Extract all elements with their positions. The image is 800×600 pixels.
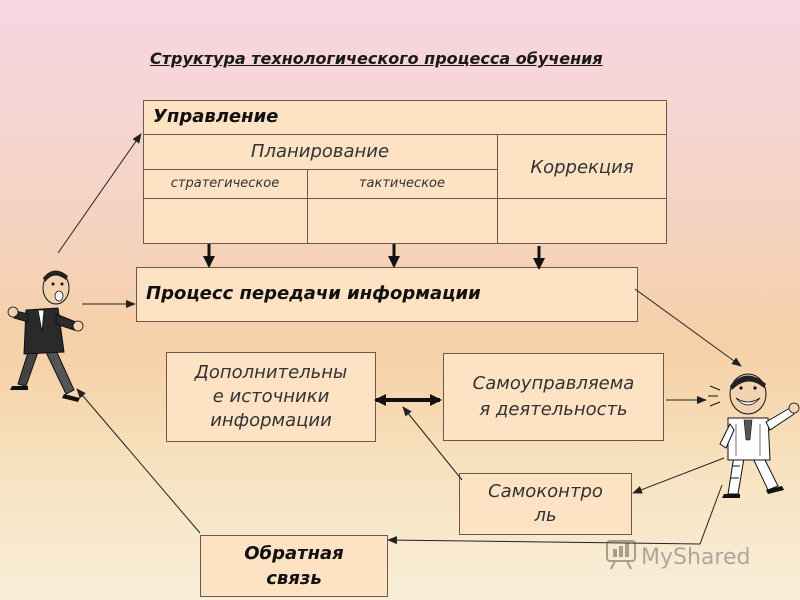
feedback-line1: Обратная: [244, 543, 344, 564]
self-managed-box: Самоуправляема я деятельность: [443, 353, 664, 441]
strategic-label: стратегическое: [170, 176, 280, 191]
process-box: Процесс передачи информации: [136, 267, 638, 322]
feedback-line2: связь: [266, 568, 322, 589]
strategic-empty-cell: [143, 198, 308, 244]
process-to-student-arrow: [634, 288, 742, 367]
planning-label: Планирование: [250, 141, 390, 162]
planning-cell: Планирование: [143, 134, 498, 170]
selfcontrol-to-sources-arrow: [402, 406, 463, 481]
student-to-selfcontrol-arrow: [632, 457, 725, 494]
tactical-cell: тактическое: [307, 169, 498, 199]
correction-empty-cell: [497, 198, 667, 244]
additional-sources-line2: е источники: [212, 386, 330, 407]
student-to-feedback-arrow: [387, 484, 723, 545]
process-label: Процесс передачи информации: [146, 283, 481, 304]
strategic-cell: стратегическое: [143, 169, 308, 199]
self-managed-line2: я деятельность: [479, 399, 628, 420]
self-control-line2: ль: [534, 505, 557, 526]
additional-sources-line1: Дополнительны: [194, 362, 348, 383]
management-heading: Управление: [153, 106, 279, 127]
self-control-line1: Самоконтро: [488, 481, 603, 502]
management-table: Управление Планирование Коррекция страте…: [143, 100, 667, 244]
correction-label: Коррекция: [530, 156, 634, 178]
correction-cell: Коррекция: [497, 134, 667, 200]
additional-sources-box: Дополнительны е источники информации: [166, 352, 376, 442]
self-control-box: Самоконтро ль: [459, 473, 632, 535]
diagram-title: Структура технологического процесса обуч…: [150, 49, 603, 68]
teacher-to-management-arrow: [57, 133, 142, 254]
watermark-text: MyShared: [641, 545, 750, 570]
student-figure-icon: [708, 373, 800, 498]
self-managed-line1: Самоуправляема: [472, 373, 635, 394]
additional-sources-line3: информации: [210, 410, 332, 431]
myshared-logo-icon: [606, 540, 636, 570]
feedback-box: Обратная связь: [200, 535, 388, 597]
tactical-label: тактическое: [358, 176, 446, 191]
teacher-figure-icon: [7, 270, 84, 402]
feedback-to-teacher-arrow: [76, 388, 201, 534]
management-heading-cell: Управление: [143, 100, 667, 135]
